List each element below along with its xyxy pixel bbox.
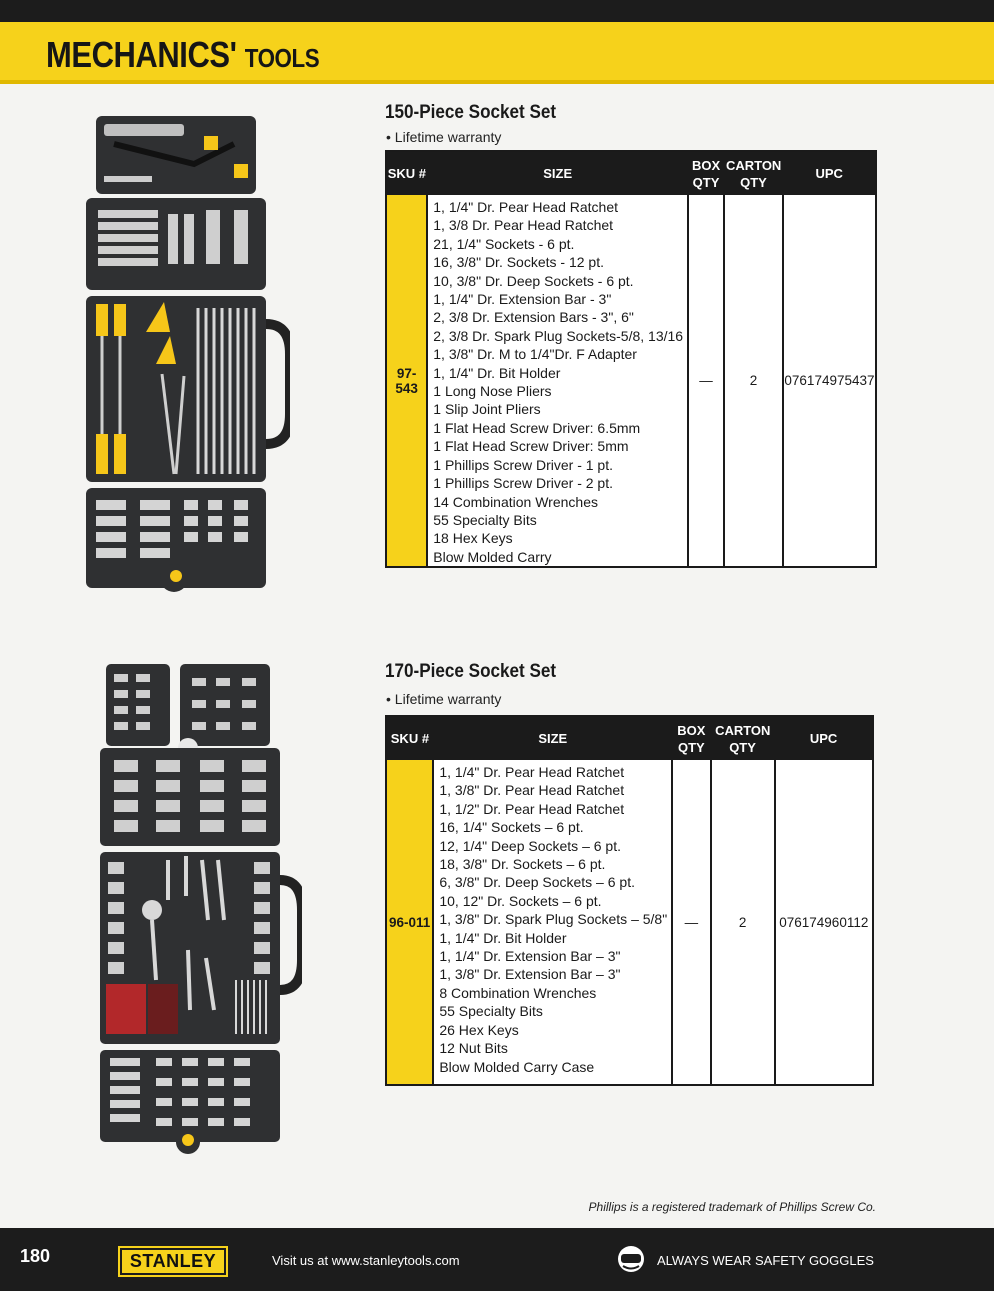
list-item: 1 Slip Joint Pliers xyxy=(433,401,541,418)
list-item: 12, 1/4" Deep Sockets – 6 pt. xyxy=(439,837,621,854)
website-link[interactable]: Visit us at www.stanleytools.com xyxy=(272,1253,460,1268)
list-item: 26 Hex Keys xyxy=(439,1021,519,1038)
list-item: 1 Long Nose Pliers xyxy=(433,383,552,400)
list-item: 1, 3/8" Dr. M to 1/4"Dr. F Adapter xyxy=(433,346,637,363)
box-qty-cell: — xyxy=(687,195,724,568)
upc-cell: 076174975437 xyxy=(781,195,876,568)
list-item: 10, 3/8" Dr. Deep Sockets - 6 pt. xyxy=(433,272,634,289)
list-item: 1, 1/4" Dr. Extension Bar – 3" xyxy=(439,948,621,965)
box-qty-cell: — xyxy=(671,760,711,1085)
list-item: 1 Phillips Screw Driver - 2 pt. xyxy=(433,475,613,492)
list-item: 14 Combination Wrenches xyxy=(433,493,598,510)
product-1-bullet: • Lifetime warranty xyxy=(386,129,502,145)
safety-goggles-icon xyxy=(618,1246,644,1272)
list-item: Blow Molded Carry xyxy=(433,548,552,565)
list-item: 16, 3/8" Dr. Sockets - 12 pt. xyxy=(433,254,604,271)
table-row: 97-543 1, 1/4" Dr. Pear Head Ratchet 1, 3… xyxy=(386,195,876,568)
brand-logo: STANLEY xyxy=(118,1246,228,1277)
top-bar xyxy=(0,0,994,22)
list-item: 1, 1/4" Dr. Pear Head Ratchet xyxy=(439,764,625,780)
safety-notice: ALWAYS WEAR SAFETY GOGGLES xyxy=(657,1253,874,1268)
table-row: 96-011 1, 1/4" Dr. Pear Head Ratchet 1, 3… xyxy=(386,760,873,1085)
list-item: 55 Specialty Bits xyxy=(439,1003,543,1020)
product-image-170-piece xyxy=(100,664,302,1154)
list-item: 1, 1/4" Dr. Bit Holder xyxy=(439,929,567,946)
col-upc: UPC xyxy=(782,151,876,195)
list-item: 1 Phillips Screw Driver - 1 pt. xyxy=(433,456,613,473)
list-item: 16, 1/4" Sockets – 6 pt. xyxy=(439,819,584,836)
product-2-title: 170-Piece Socket Set xyxy=(385,661,557,682)
header-band: MECHANICS' TOOLS xyxy=(0,22,994,84)
list-item: 55 Specialty Bits xyxy=(433,511,537,528)
list-item: 8 Combination Wrenches xyxy=(439,984,597,1001)
list-item: 1 Flat Head Screw Driver: 5mm xyxy=(433,438,629,455)
col-sku: SKU # xyxy=(385,716,434,760)
size-cell: 1, 1/4" Dr. Pear Head Ratchet 1, 3/8 Dr. … xyxy=(426,195,689,568)
col-box-qty: BOX QTY xyxy=(671,716,711,760)
list-item: 1, 1/4" Dr. Bit Holder xyxy=(433,364,561,381)
list-item: 1, 3/8" Dr. Spark Plug Sockets – 5/8" xyxy=(439,911,668,928)
list-item: 1 Flat Head Screw Driver: 6.5mm xyxy=(433,419,641,436)
upc-cell: 076174960112 xyxy=(773,760,873,1085)
page-title: MECHANICS' TOOLS xyxy=(46,34,320,75)
product-2-spec-table: SKU # SIZE BOX QTY CARTON QTY UPC 96-011… xyxy=(385,715,874,1086)
list-item: 2, 3/8 Dr. Extension Bars - 3", 6" xyxy=(433,309,634,326)
list-item: 18 Hex Keys xyxy=(433,530,513,547)
product-image-150-piece xyxy=(86,116,290,592)
col-sku: SKU # xyxy=(385,151,428,195)
product-1-title: 150-Piece Socket Set xyxy=(385,102,557,123)
list-item: 1, 3/8 Dr. Pear Head Ratchet xyxy=(433,217,614,234)
col-upc: UPC xyxy=(774,716,873,760)
page-number: 180 xyxy=(20,1246,51,1266)
sku-cell: 97-543 xyxy=(386,195,428,568)
carton-qty-cell: 2 xyxy=(709,760,775,1085)
product-2-bullet: • Lifetime warranty xyxy=(386,691,502,707)
list-item: 18, 3/8" Dr. Sockets – 6 pt. xyxy=(439,856,606,873)
list-item: Blow Molded Carry Case xyxy=(439,1058,595,1075)
trademark-note: Phillips is a registered trademark of Ph… xyxy=(588,1200,876,1214)
list-item: 1, 1/4" Dr. Extension Bar - 3" xyxy=(433,291,612,308)
col-size: SIZE xyxy=(432,716,673,760)
list-item: 1, 3/8" Dr. Extension Bar – 3" xyxy=(439,966,621,983)
list-item: 21, 1/4" Sockets - 6 pt. xyxy=(433,235,575,252)
list-item: 1, 3/8" Dr. Pear Head Ratchet xyxy=(439,782,625,799)
footer: 180 STANLEY Visit us at www.stanleytools… xyxy=(0,1228,994,1291)
list-item: 1, 1/2" Dr. Pear Head Ratchet xyxy=(439,800,625,817)
col-carton-qty: CARTON QTY xyxy=(723,151,783,195)
list-item: 6, 3/8" Dr. Deep Sockets – 6 pt. xyxy=(439,874,635,891)
col-size: SIZE xyxy=(426,151,689,195)
col-carton-qty: CARTON QTY xyxy=(710,716,775,760)
size-cell: 1, 1/4" Dr. Pear Head Ratchet 1, 3/8" Dr.… xyxy=(432,760,673,1085)
product-1-spec-table: SKU # SIZE BOX QTY CARTON QTY UPC 97-543… xyxy=(385,150,877,569)
col-box-qty: BOX QTY xyxy=(687,151,724,195)
list-item: 12 Nut Bits xyxy=(439,1040,508,1057)
list-item: 10, 12" Dr. Sockets – 6 pt. xyxy=(439,892,602,909)
list-item: 1, 1/4" Dr. Pear Head Ratchet xyxy=(433,199,618,215)
carton-qty-cell: 2 xyxy=(722,195,783,568)
sku-cell: 96-011 xyxy=(386,760,434,1085)
list-item: 2, 3/8 Dr. Spark Plug Sockets-5/8, 13/16 xyxy=(433,327,684,344)
